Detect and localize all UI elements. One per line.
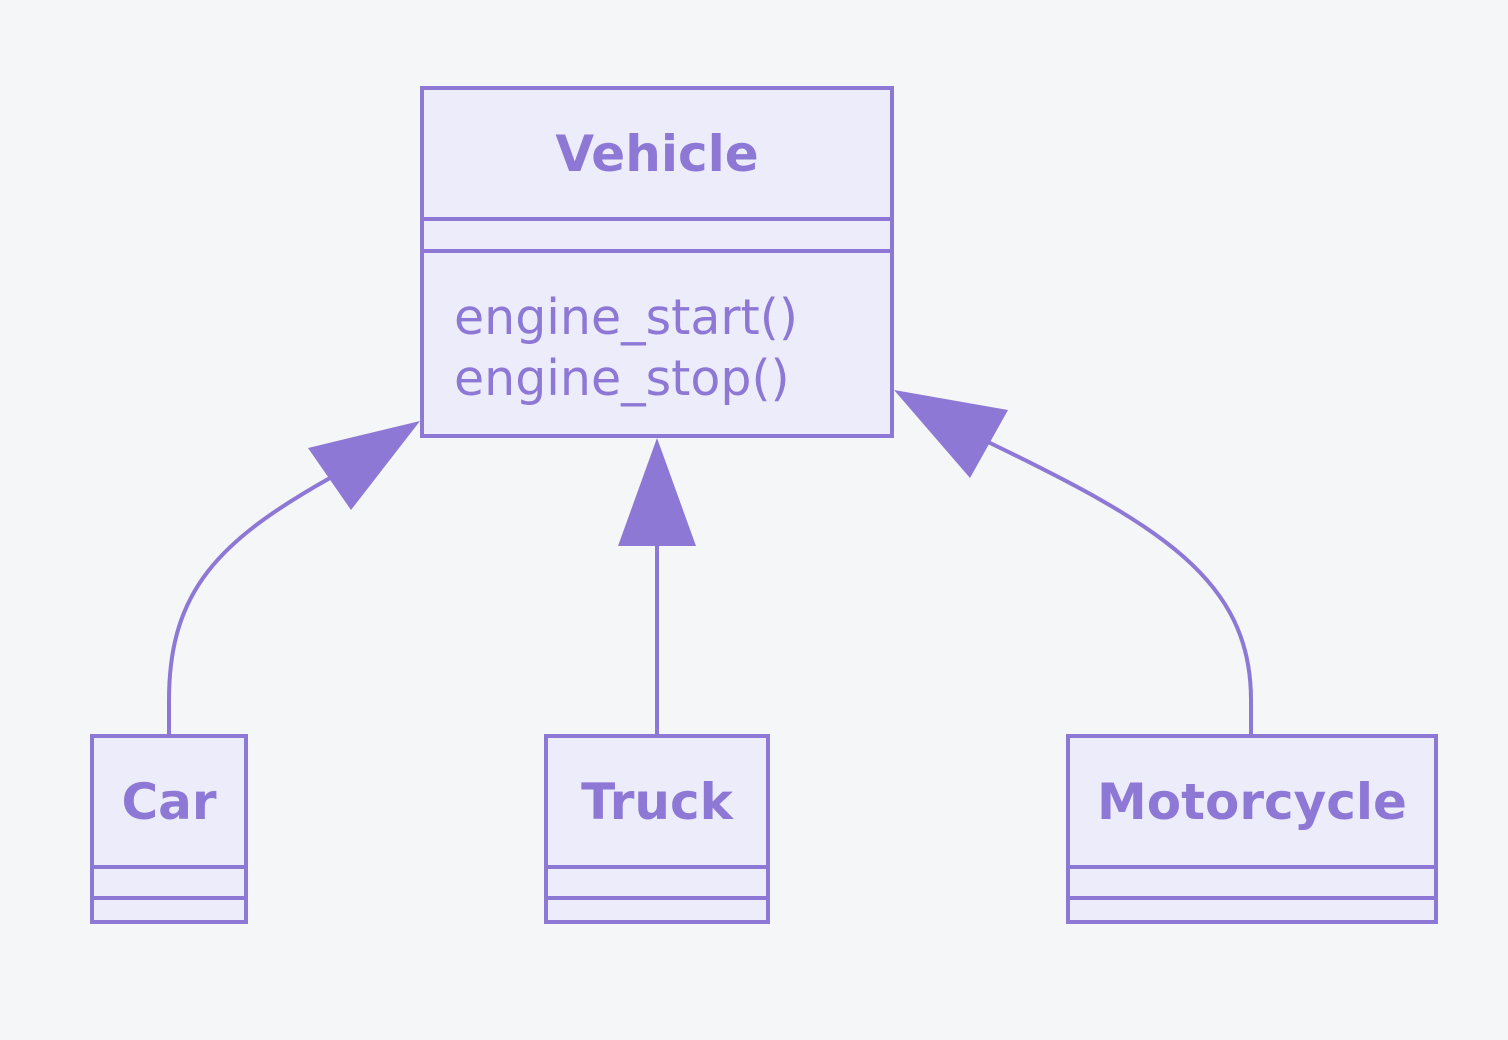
class-box-vehicle[interactable]: Vehicle engine_start() engine_stop(): [420, 86, 894, 438]
methods-section-car: [94, 896, 244, 920]
methods-section-truck: [548, 896, 766, 920]
edge-truck-vehicle-arrowhead: [618, 438, 696, 546]
methods-section-motorcycle: [1070, 896, 1434, 920]
class-name-vehicle: Vehicle: [555, 124, 759, 183]
edge-car-vehicle: [167, 476, 331, 734]
attributes-section-vehicle: [424, 217, 890, 249]
edge-car-vehicle-arrowhead: [308, 421, 420, 510]
edge-motorcycle-vehicle-arrowhead: [894, 390, 1008, 478]
method-engine-stop: engine_stop(): [454, 350, 790, 407]
edge-motorcycle-vehicle: [987, 440, 1253, 734]
class-box-car[interactable]: Car: [90, 734, 248, 924]
attributes-section-truck: [548, 865, 766, 896]
attributes-section-motorcycle: [1070, 865, 1434, 896]
methods-section-vehicle: engine_start() engine_stop(): [424, 249, 890, 434]
class-box-motorcycle[interactable]: Motorcycle: [1066, 734, 1438, 924]
class-name-truck: Truck: [581, 772, 733, 831]
method-engine-start: engine_start(): [454, 289, 798, 346]
class-name-car: Car: [121, 772, 217, 831]
class-box-truck[interactable]: Truck: [544, 734, 770, 924]
class-name-motorcycle: Motorcycle: [1097, 772, 1407, 831]
attributes-section-car: [94, 865, 244, 896]
